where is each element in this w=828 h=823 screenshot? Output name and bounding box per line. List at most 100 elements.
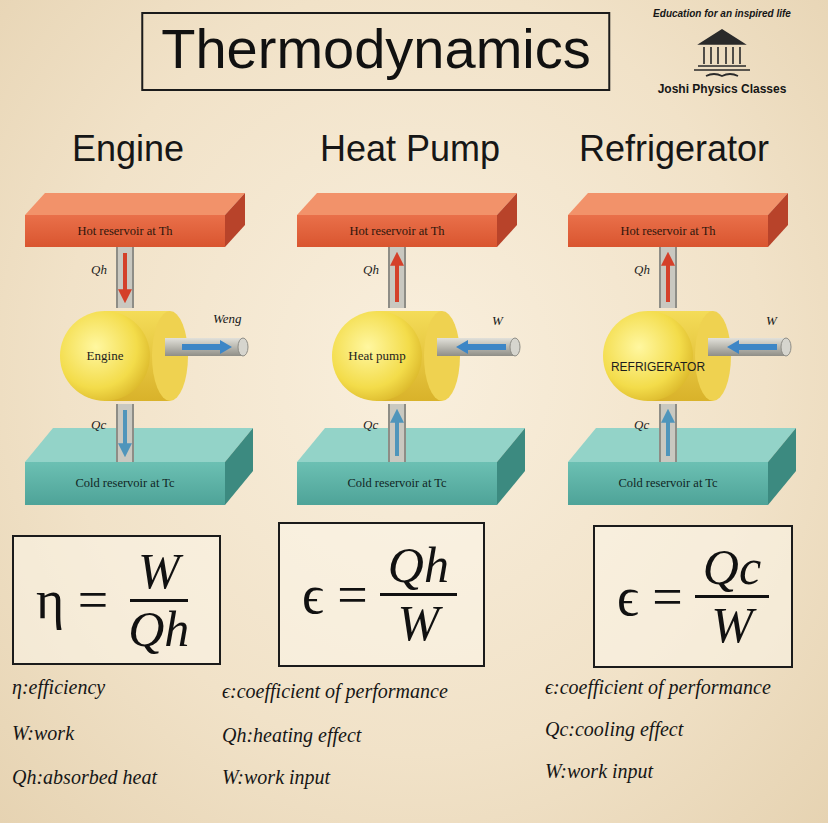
slab-side-face <box>497 193 517 247</box>
pipe-body <box>390 404 404 462</box>
pipe-outline <box>659 404 677 462</box>
reservoir-label: Cold reservoir at Tc <box>618 476 717 491</box>
slab-top-face <box>568 428 796 462</box>
slab-side-face <box>225 193 245 247</box>
flow-arrow <box>123 410 127 453</box>
logo-pillars <box>704 47 740 64</box>
definition-note: Qh:absorbed heat <box>12 766 157 789</box>
cylinder-drawing <box>603 308 793 404</box>
device-label: REFRIGERATOR <box>611 360 705 374</box>
device-label: Heat pump <box>348 348 405 364</box>
flow-arrow <box>666 413 670 456</box>
flow-arrow <box>123 253 127 299</box>
denominator: W <box>703 598 761 653</box>
formula-box: ϵ =QhW <box>278 522 485 667</box>
slab-side-face <box>768 193 788 247</box>
hot-reservoir-slab <box>297 193 517 247</box>
logo-emblem <box>694 30 750 76</box>
cold-reservoir-slab <box>25 428 253 505</box>
hot-reservoir-slab <box>25 193 245 247</box>
pipe-outline <box>388 404 406 462</box>
slab-top-face <box>297 193 517 215</box>
slab-side-face <box>497 428 525 505</box>
numerator: Qc <box>695 540 769 598</box>
logo-roof <box>700 30 744 44</box>
formula-symbol: ϵ = <box>302 564 368 626</box>
hot-reservoir: Hot reservoir at Th <box>297 215 497 247</box>
definition-note: W:work input <box>222 766 330 789</box>
heat-flow-pipe <box>668 247 669 308</box>
column-heading: Refrigerator <box>579 128 769 170</box>
heat-label: Qh <box>634 262 650 278</box>
heat-label: Qc <box>634 417 649 433</box>
work-arrow <box>456 340 506 354</box>
reservoir-label: Hot reservoir at Th <box>349 224 444 239</box>
pipe-outline <box>659 247 677 308</box>
work-pipe <box>165 338 243 356</box>
heat-flow-pipe <box>125 247 126 308</box>
cold-reservoir: Cold reservoir at Tc <box>568 462 768 505</box>
fraction: QcW <box>695 540 769 653</box>
reservoir-label: Hot reservoir at Th <box>620 224 715 239</box>
slab-side-face <box>768 428 796 505</box>
reservoir-label: Cold reservoir at Tc <box>347 476 446 491</box>
denominator: W <box>390 596 448 651</box>
heat-label: Qc <box>363 417 378 433</box>
hot-reservoir: Hot reservoir at Th <box>25 215 225 247</box>
work-pipe-end <box>781 338 791 356</box>
fraction: WQh <box>120 544 197 657</box>
column-heading: Engine <box>72 128 184 170</box>
work-pipe-end <box>238 338 248 356</box>
formula-symbol: η = <box>36 569 108 631</box>
slab-top-face <box>25 428 253 462</box>
slab-top-face <box>568 193 788 215</box>
definition-note: ϵ:coefficient of performance <box>545 676 771 699</box>
device-cylinder: REFRIGERATOR <box>603 308 793 404</box>
definition-note: Qh:heating effect <box>222 724 361 747</box>
pipe-outline <box>116 404 134 462</box>
cold-reservoir: Cold reservoir at Tc <box>297 462 497 505</box>
work-pipe-end <box>510 338 520 356</box>
definition-note: η:efficiency <box>12 676 105 699</box>
slab-side-face <box>225 428 253 505</box>
heat-label: Qh <box>363 262 379 278</box>
work-pipe <box>708 338 786 356</box>
column-heading: Heat Pump <box>320 128 500 170</box>
hot-reservoir: Hot reservoir at Th <box>568 215 768 247</box>
heat-flow-pipe <box>397 247 398 308</box>
formula-symbol: ϵ = <box>617 566 683 628</box>
pipe-body <box>661 404 675 462</box>
hot-reservoir-slab <box>568 193 788 247</box>
heat-flow-pipe <box>125 404 126 462</box>
cylinder-face <box>332 311 422 401</box>
pipe-body <box>390 247 404 308</box>
definition-note: Qc:cooling effect <box>545 718 683 741</box>
definition-note: ϵ:coefficient of performance <box>222 680 448 703</box>
device-label: Engine <box>87 348 124 364</box>
heat-label: Qh <box>91 262 107 278</box>
cold-reservoir: Cold reservoir at Tc <box>25 462 225 505</box>
heat-label: Qc <box>91 417 106 433</box>
definition-note: W:work <box>12 722 74 745</box>
pipe-outline <box>116 247 134 308</box>
formula-box: ϵ =QcW <box>593 525 793 668</box>
pipe-body <box>118 404 132 462</box>
flow-arrow <box>395 256 399 302</box>
work-label: Weng <box>213 311 241 327</box>
numerator: Qh <box>380 538 457 596</box>
numerator: W <box>130 544 188 602</box>
formula-box: η =WQh <box>12 535 221 665</box>
flow-arrow <box>395 413 399 456</box>
reservoir-label: Hot reservoir at Th <box>77 224 172 239</box>
pipe-body <box>118 247 132 308</box>
slab-top-face <box>297 428 525 462</box>
cylinder-face <box>603 311 693 401</box>
cold-reservoir-slab <box>568 428 796 505</box>
work-arrow <box>727 340 777 354</box>
definition-note: W:work input <box>545 760 653 783</box>
heat-flow-pipe <box>668 404 669 462</box>
work-arrow <box>182 340 232 354</box>
slab-top-face <box>25 193 245 215</box>
reservoir-label: Cold reservoir at Tc <box>75 476 174 491</box>
pipe-outline <box>388 247 406 308</box>
